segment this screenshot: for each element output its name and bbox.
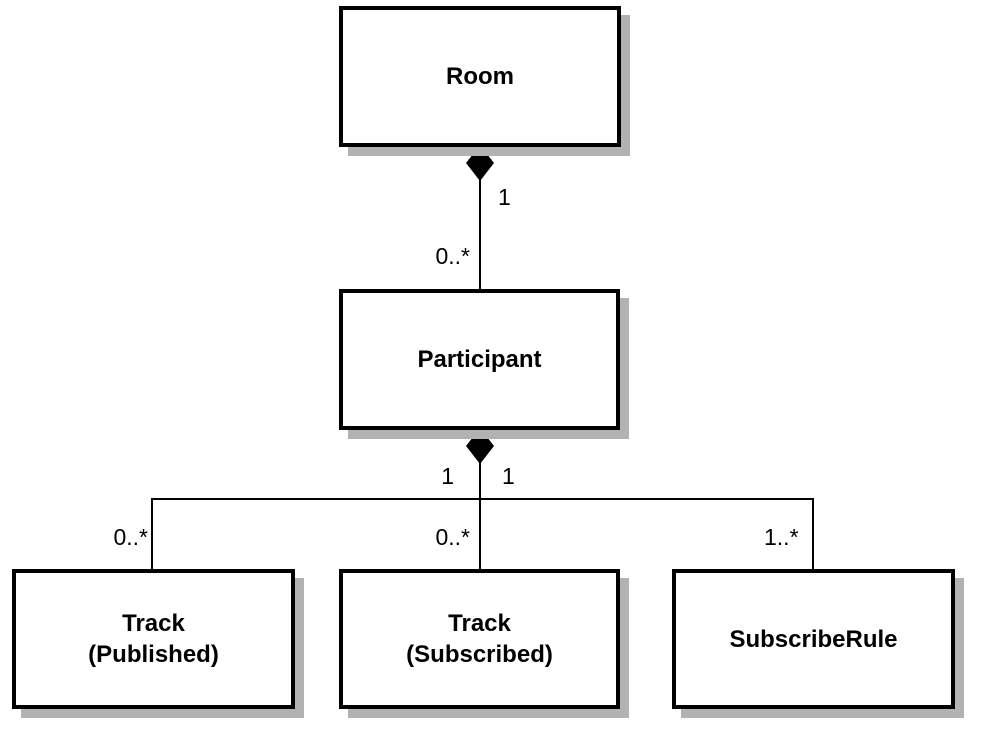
class-label-participant: Participant xyxy=(417,346,542,373)
class-box-subscribe-rule: SubscribeRule xyxy=(672,569,955,709)
connector-branch-horizontal xyxy=(151,498,814,500)
class-label-track-subscribed-line1: Track xyxy=(448,610,511,637)
connector-branch-track-published xyxy=(151,498,153,569)
class-label-track-subscribed-line2: (Subscribed) xyxy=(406,641,553,668)
class-label-room: Room xyxy=(446,63,514,90)
class-label-track-published-line2: (Published) xyxy=(88,641,219,668)
composition-diamond-icon-room xyxy=(466,145,494,181)
class-box-track-published: Track (Published) xyxy=(12,569,295,709)
multiplicity-participant-rules-source: 1 xyxy=(502,463,515,489)
multiplicity-participant-tracks-source: 1 xyxy=(441,463,454,489)
multiplicity-track-subscribed-end: 0..* xyxy=(435,524,470,550)
connector-participant-track-subscribed xyxy=(479,461,481,569)
class-box-track-subscribed: Track (Subscribed) xyxy=(339,569,620,709)
class-box-participant: Participant xyxy=(339,289,620,430)
composition-diamond-icon-participant xyxy=(466,428,494,464)
class-box-room: Room xyxy=(339,6,621,147)
multiplicity-participant-end: 0..* xyxy=(435,243,470,269)
class-label-track-published-line1: Track xyxy=(122,610,185,637)
connector-branch-subscribe-rule xyxy=(812,498,814,569)
class-label-subscribe-rule: SubscribeRule xyxy=(729,625,898,653)
class-label-track-subscribed: Track (Subscribed) xyxy=(406,608,553,670)
multiplicity-track-published-end: 0..* xyxy=(113,524,148,550)
multiplicity-room-end: 1 xyxy=(498,184,511,210)
class-label-track-published: Track (Published) xyxy=(88,608,219,670)
connector-room-participant xyxy=(479,178,481,289)
multiplicity-subscribe-rule-end: 1..* xyxy=(764,524,799,550)
